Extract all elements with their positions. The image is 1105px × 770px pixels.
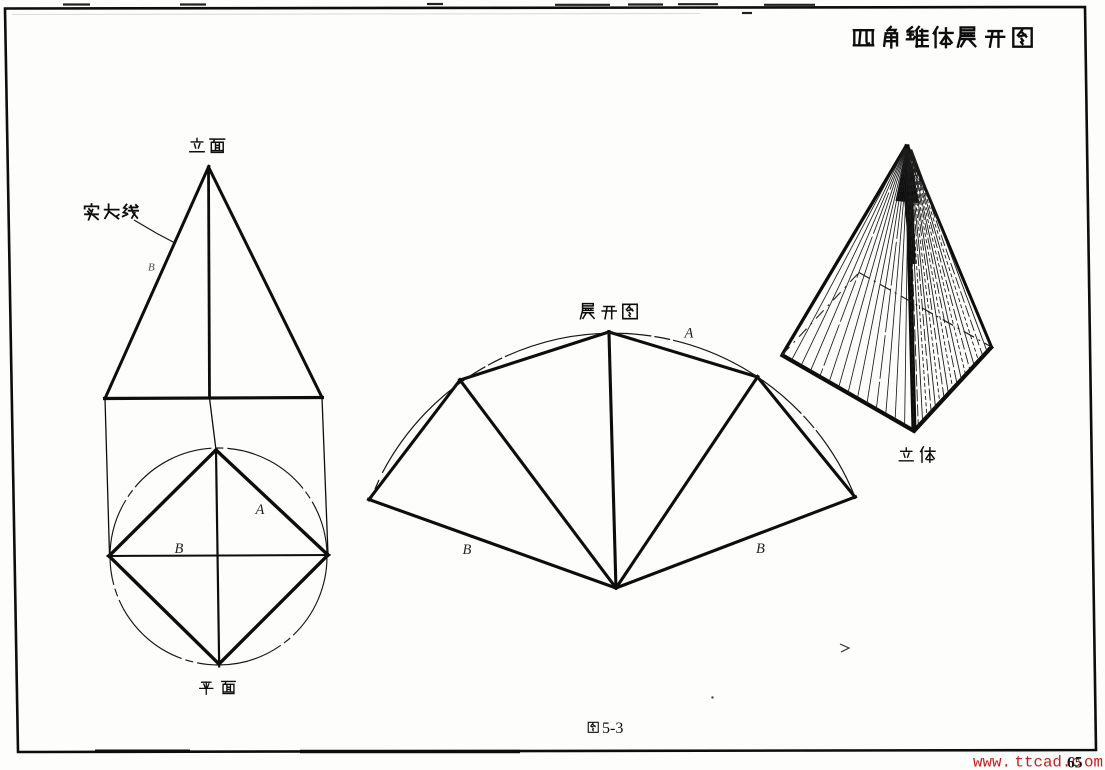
svg-text:www.: www. bbox=[973, 754, 1011, 770]
svg-text:A: A bbox=[684, 326, 694, 342]
svg-text:A: A bbox=[255, 502, 265, 518]
svg-text:65: 65 bbox=[1067, 755, 1083, 770]
svg-text:B: B bbox=[148, 262, 155, 274]
svg-text:ttcad.c: ttcad.c bbox=[1015, 754, 1081, 770]
svg-text:B: B bbox=[463, 542, 472, 558]
svg-text:5-3: 5-3 bbox=[602, 720, 623, 737]
svg-text:om: om bbox=[1084, 754, 1103, 770]
svg-text:B: B bbox=[175, 541, 184, 557]
svg-text:B: B bbox=[756, 541, 765, 557]
